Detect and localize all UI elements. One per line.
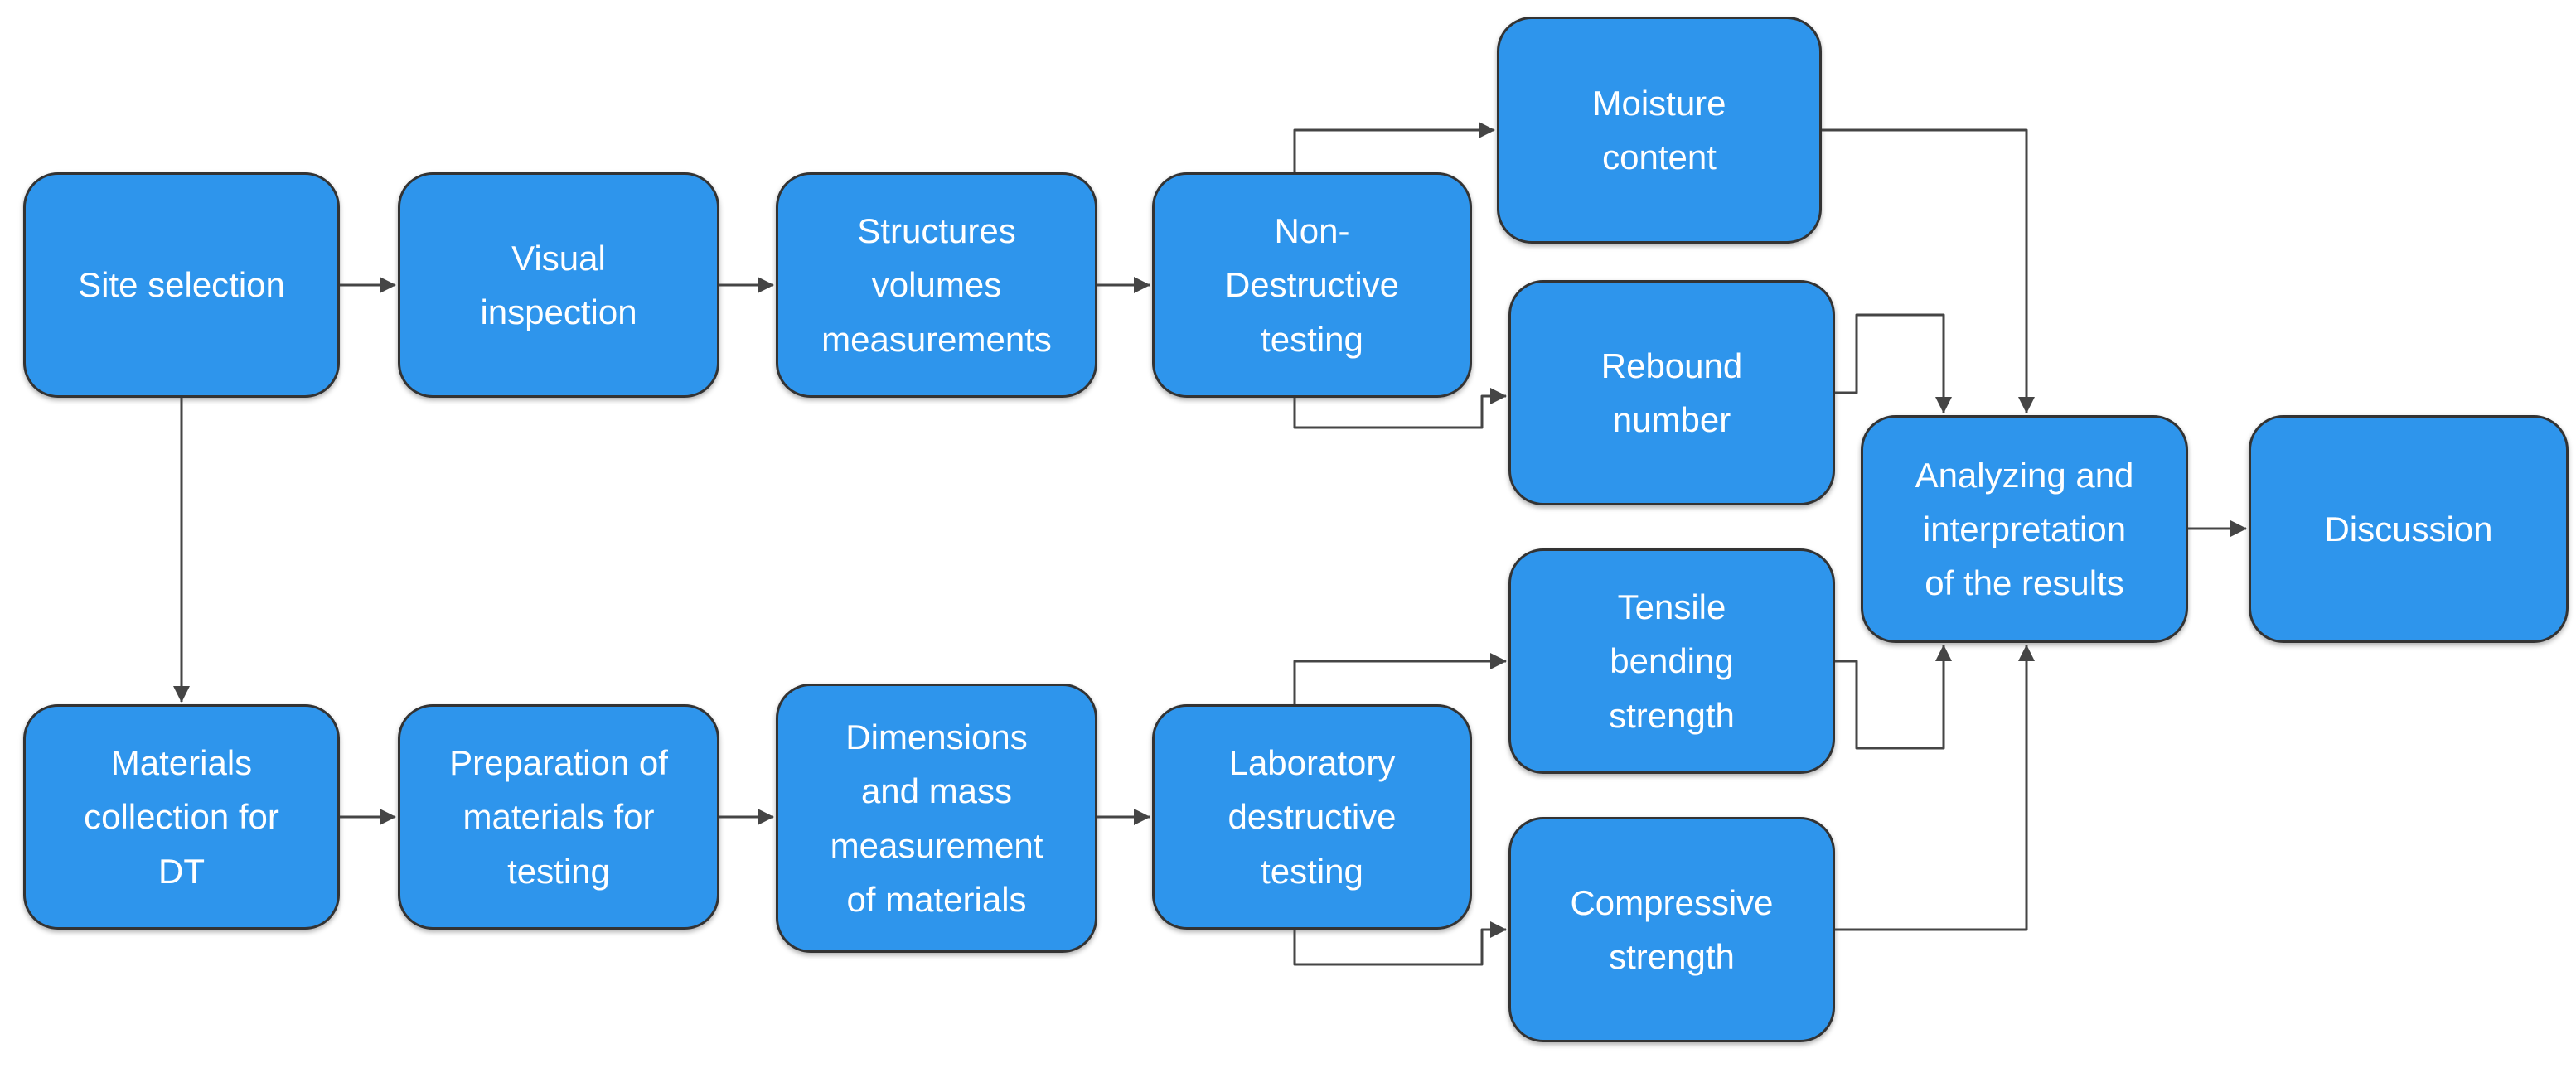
edge-moisture-content-to-analyzing — [1822, 128, 2035, 413]
node-rebound-number: Rebound number — [1508, 280, 1835, 505]
node-moisture-content: Moisture content — [1497, 17, 1822, 244]
node-label-materials-collection-dt: Materials collection for DT — [84, 743, 279, 891]
node-label-discussion: Discussion — [2324, 509, 2493, 548]
edge-tensile-bending-to-analyzing — [1835, 645, 1952, 750]
node-label-compressive-strength: Compressive strength — [1570, 882, 1774, 976]
edge-compressive-to-analyzing — [1835, 645, 2035, 931]
node-tensile-bending-strength: Tensile bending strength — [1508, 548, 1835, 774]
node-preparation-of-materials: Preparation of materials for testing — [398, 704, 719, 930]
node-site-selection: Site selection — [23, 172, 340, 398]
node-label-moisture-content: Moisture content — [1592, 83, 1726, 176]
node-label-dimensions-mass-measurement: Dimensions and mass measurement of mater… — [830, 718, 1043, 919]
node-label-visual-inspection: Visual inspection — [480, 238, 637, 331]
node-label-site-selection: Site selection — [78, 265, 285, 305]
node-materials-collection-dt: Materials collection for DT — [23, 704, 340, 930]
node-dimensions-mass-measurement: Dimensions and mass measurement of mater… — [776, 684, 1097, 953]
edge-rebound-number-to-analyzing — [1835, 313, 1952, 413]
node-label-tensile-bending-strength: Tensile bending strength — [1609, 587, 1735, 735]
node-label-laboratory-destructive-testing: Laboratory destructive testing — [1227, 743, 1397, 891]
node-label-analyzing-interpretation: Analyzing and interpretation of the resu… — [1915, 455, 2134, 603]
node-label-non-destructive-testing: Non- Destructive testing — [1224, 211, 1400, 359]
node-structures-volumes-measurements: Structures volumes measurements — [776, 172, 1097, 398]
edge-non-destructive-to-moisture-content — [1293, 122, 1495, 172]
edge-laboratory-to-compressive — [1293, 921, 1507, 966]
node-label-preparation-of-materials: Preparation of materials for testing — [449, 743, 668, 891]
node-discussion: Discussion — [2249, 415, 2569, 643]
node-visual-inspection: Visual inspection — [398, 172, 719, 398]
node-label-rebound-number: Rebound number — [1600, 346, 1743, 439]
edge-non-destructive-to-rebound-number — [1293, 388, 1507, 429]
edge-laboratory-to-tensile-bending — [1293, 653, 1507, 704]
node-laboratory-destructive-testing: Laboratory destructive testing — [1152, 704, 1472, 930]
node-label-structures-volumes-measurements: Structures volumes measurements — [821, 211, 1052, 359]
node-compressive-strength: Compressive strength — [1508, 817, 1835, 1042]
node-non-destructive-testing: Non- Destructive testing — [1152, 172, 1472, 398]
node-analyzing-interpretation: Analyzing and interpretation of the resu… — [1861, 415, 2188, 643]
